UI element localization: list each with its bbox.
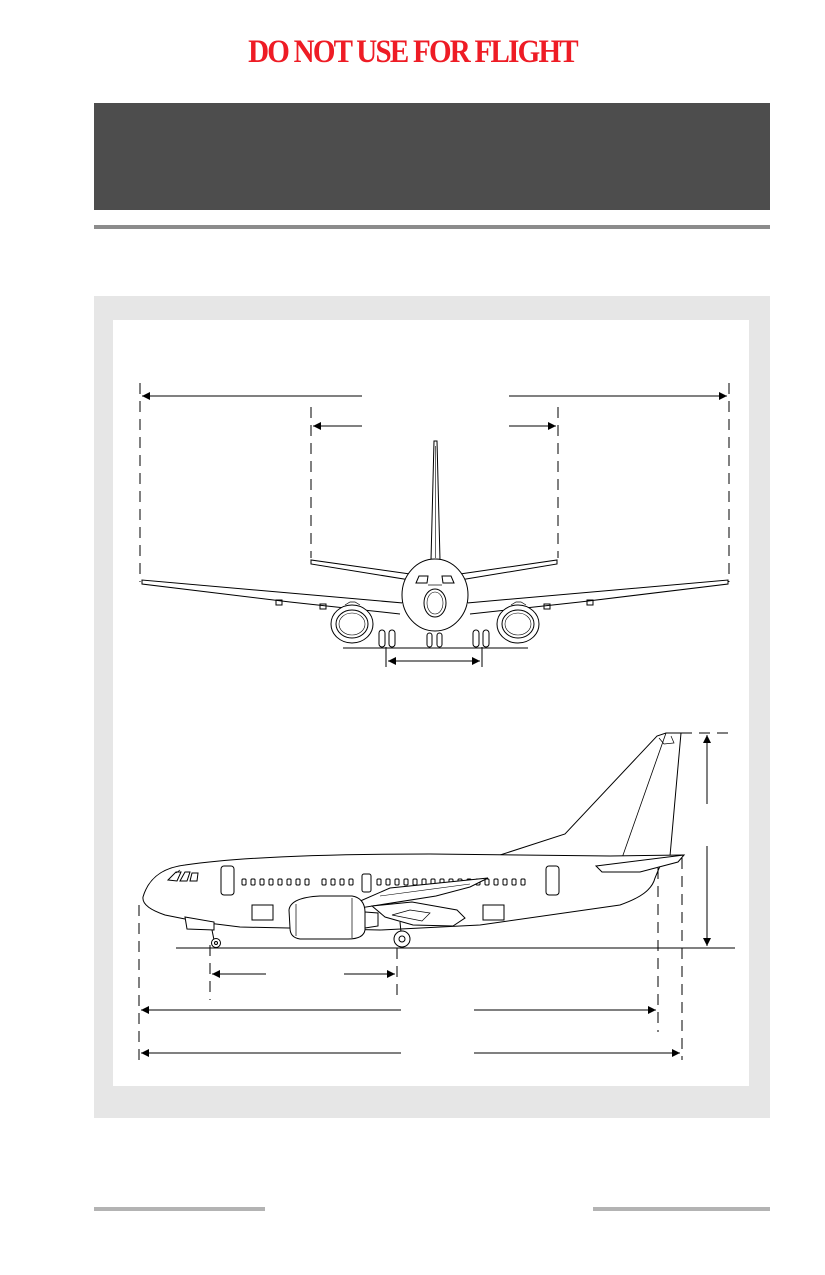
left-engine <box>330 601 374 644</box>
chapter-header-bar <box>94 103 770 210</box>
side-engine <box>288 895 379 940</box>
right-engine <box>496 601 540 644</box>
aircraft-front-view <box>139 383 730 667</box>
header-divider <box>94 225 770 229</box>
aircraft-side-view <box>138 732 735 1060</box>
footer-rule-left <box>94 1207 265 1211</box>
do-not-use-for-flight-warning: DO NOT USE FOR FLIGHT <box>248 34 579 70</box>
figure-panel <box>113 320 749 1086</box>
footer-rule-right <box>593 1207 770 1211</box>
